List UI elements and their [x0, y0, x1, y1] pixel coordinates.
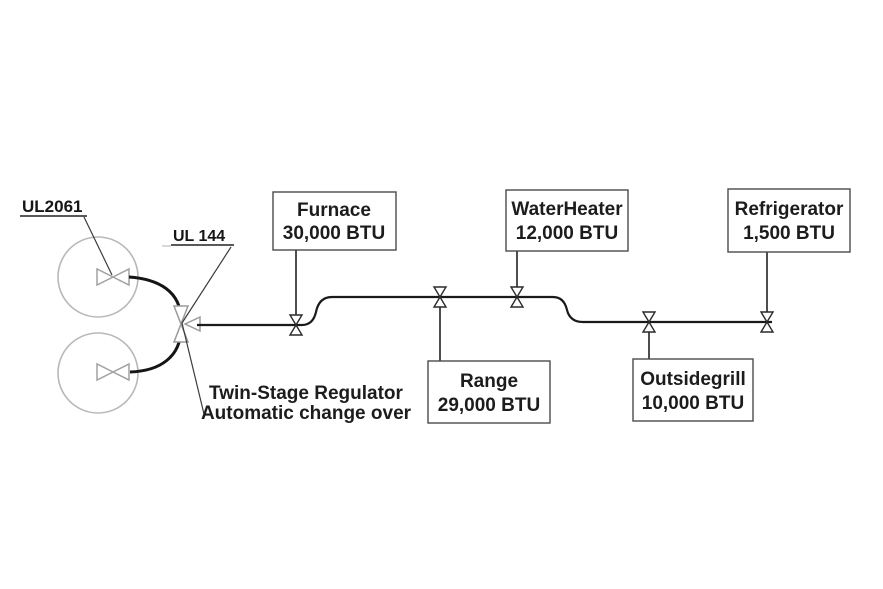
tank-certification-callout: UL2061	[20, 197, 113, 276]
regulator-caption-line2: Automatic change over	[201, 403, 412, 424]
leader-line	[181, 246, 232, 324]
appliance-name: WaterHeater	[511, 199, 623, 220]
appliance-name: Refrigerator	[735, 199, 844, 220]
appliance-name: Outsidegrill	[640, 369, 746, 390]
leader-line	[181, 322, 205, 415]
lp-tank-bottom	[57, 332, 139, 414]
regulator-certification-callout: UL 144	[162, 228, 234, 324]
appliance-btu: 12,000 BTU	[516, 223, 618, 244]
tank-circle	[57, 332, 139, 414]
tank-valve-icon	[96, 363, 130, 381]
appliance-name: Furnace	[297, 200, 371, 221]
appliance-box-furnace: Furnace 30,000 BTU	[272, 191, 397, 251]
appliance-btu: 10,000 BTU	[642, 393, 744, 414]
leader-line	[83, 216, 113, 276]
regulator-caption-line1: Twin-Stage Regulator	[209, 383, 403, 404]
regulator-cert-label: UL 144	[173, 228, 225, 245]
regulator-icon	[172, 305, 201, 343]
tank-cert-label: UL2061	[22, 197, 82, 216]
regulator-caption: Twin-Stage Regulator Automatic change ov…	[181, 322, 412, 424]
tank-valve-icon	[96, 268, 130, 286]
appliance-name: Range	[460, 371, 518, 392]
appliance-box-refrigerator: Refrigerator 1,500 BTU	[727, 188, 851, 253]
main-gas-pipe	[197, 295, 772, 327]
appliance-btu: 29,000 BTU	[438, 395, 540, 416]
appliance-btu: 1,500 BTU	[743, 223, 835, 244]
appliance-box-waterheater: WaterHeater 12,000 BTU	[505, 189, 629, 252]
lp-tank-top	[57, 236, 139, 318]
appliance-box-range: Range 29,000 BTU	[427, 360, 551, 424]
appliance-box-outsidegrill: Outsidegrill 10,000 BTU	[632, 358, 754, 422]
appliance-btu: 30,000 BTU	[283, 223, 385, 244]
